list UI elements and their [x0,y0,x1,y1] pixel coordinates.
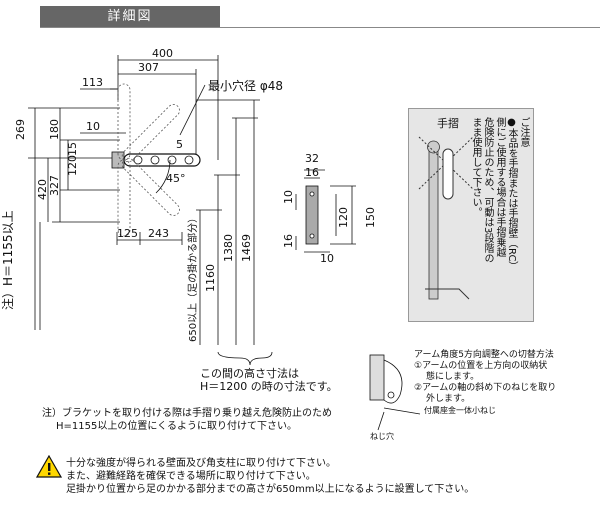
section-title: 詳細図 [40,6,220,28]
section-divider [40,27,600,28]
height-note-1: この間の高さ寸法は [200,367,299,380]
foot-note: 650以上（足の掛かる部分） [186,213,199,342]
dim-16a: 16 [305,166,319,179]
dim-10b: 10 [282,190,295,204]
h-note: 注）H＝1155以上 [0,210,15,310]
caution-col3: 側にご使用する場合は手摺乗越 [494,117,505,257]
section-header: 詳細図 [0,5,600,31]
arm-step1b: 態にします。 [426,372,480,382]
dim-400: 400 [152,47,173,60]
arm-step2a: ②アームの軸の斜め下のねじを取り [414,383,557,393]
warning-icon [36,455,62,478]
dim-1160: 1160 [204,264,217,292]
caution-col2: ●本品を手摺または手摺壁（RC） [506,117,517,272]
caution-box: 手摺 ご注意 ●本品を手摺または手摺壁（RC） 側にご使用する場合は手摺乗越 危… [408,108,534,322]
handrail-illustration [418,136,474,300]
bracket-note-2: H=1155以上の位置にくるように取り付けて下さい。 [56,421,297,432]
dim-120a: 120 [66,155,79,176]
dim-10a: 10 [86,120,100,133]
arm-step2b: 外します。 [426,394,471,404]
dim-120b: 120 [337,207,350,228]
dim-16b: 16 [282,234,295,248]
part-label: 付属座金一体小ねじ [424,406,496,415]
dim-420: 420 [36,179,49,200]
caution-col4: 危険防止のため、可動は3段階の [482,117,493,264]
dim-1380: 1380 [222,234,235,262]
dim-15: 15 [66,142,79,156]
dim-45: 45° [166,172,186,185]
dim-327: 327 [48,175,61,196]
dim-150: 150 [364,207,377,228]
warning-line2: また、避難経路を確保できる場所に取り付けて下さい。 [66,471,316,482]
caution-col5: まま使用して下さい。 [470,117,481,217]
dim-269: 269 [14,119,27,140]
dim-113: 113 [82,76,103,89]
min-hole-label: 最小穴径 φ48 [208,78,283,93]
dim-125: 125 [117,227,138,240]
dim-5: 5 [176,138,183,151]
height-note-2: H＝1200 の時の寸法です。 [200,380,338,393]
bracket-note-1: 注）ブラケットを取り付ける際は手摺り乗り越え危険防止のため [42,408,332,419]
warning-line1: 十分な強度が得られる壁面及び角支柱に取り付けて下さい。 [66,458,336,469]
dim-307: 307 [138,61,159,74]
arm-switch-title: アーム角度5方向調整への切替方法 [414,350,554,360]
warning-line3: 足掛かり位置から足のかかる部分までの高さが650mm以上になるように設置して下さ… [66,484,475,495]
dim-243: 243 [148,227,169,240]
handrail-label: 手摺 [437,117,459,130]
screw-hole-label: ねじ穴 [370,432,394,441]
dim-32: 32 [305,152,319,165]
caution-col1: ご注意 [518,117,529,147]
dim-180: 180 [48,119,61,140]
dim-10c: 10 [320,252,334,265]
dim-1469: 1469 [240,234,253,262]
arm-step1a: ①アームの位置を上方向の収納状 [414,361,548,371]
